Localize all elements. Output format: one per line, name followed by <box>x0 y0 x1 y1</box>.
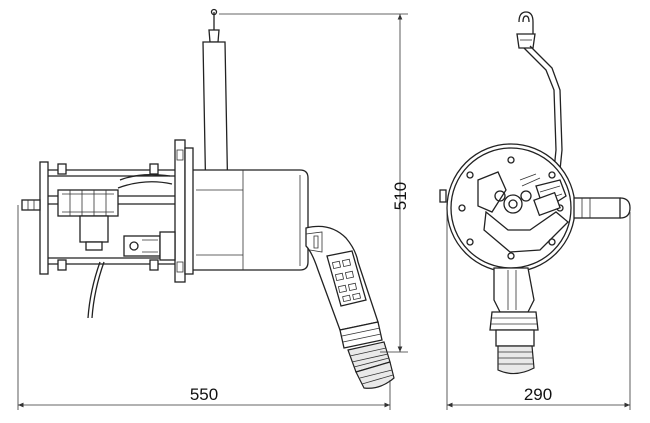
side-flange <box>174 139 194 283</box>
side-hose-connector <box>347 341 395 389</box>
side-view <box>21 8 395 389</box>
side-hook <box>208 8 220 43</box>
dimension-height: 510 <box>219 13 410 353</box>
side-frame <box>21 161 176 319</box>
side-handle <box>305 225 395 389</box>
side-motor-housing <box>189 169 309 271</box>
front-view <box>439 11 631 375</box>
dimension-front-width-label: 290 <box>524 385 552 404</box>
front-disc <box>446 143 576 273</box>
front-hook <box>516 11 536 49</box>
dimension-side-width-label: 550 <box>190 385 218 404</box>
front-lower-handle <box>489 267 539 375</box>
front-side-arm <box>439 189 631 219</box>
dimension-side-width: 550 <box>17 205 391 410</box>
dimension-front-width: 290 <box>446 205 631 410</box>
dimension-height-label: 510 <box>391 182 410 210</box>
front-crank-rod <box>523 45 563 171</box>
side-control-panel <box>326 250 367 307</box>
